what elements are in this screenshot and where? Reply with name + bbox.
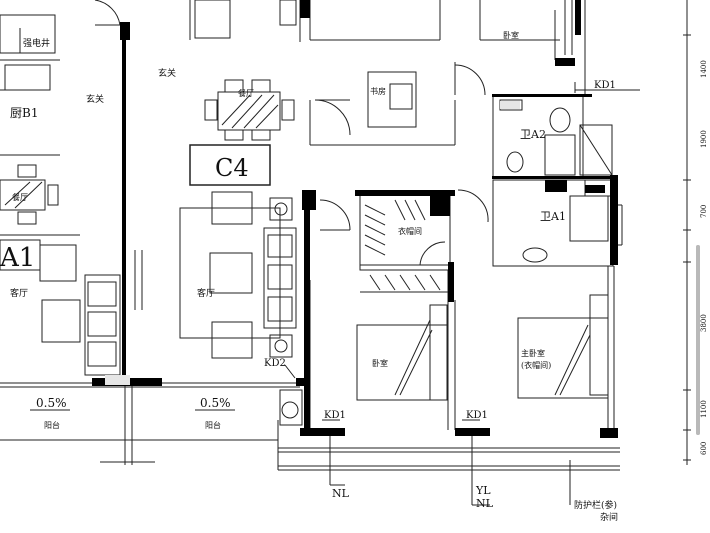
room-label-elevator: 强电井 (23, 37, 50, 49)
room-label-balcony-left: 阳台 (44, 420, 60, 430)
tag-nl-left: NL (332, 487, 350, 500)
slope-left: 0.5% (36, 396, 67, 410)
tag-kd1-top: KD1 (594, 80, 616, 91)
room-label-closet: 衣帽间 (398, 226, 422, 236)
unit-label-a1: A1 (0, 243, 35, 273)
tag-kd1-a: KD1 (324, 410, 346, 421)
room-label-balcony-right: 阳台 (205, 420, 221, 430)
room-label-master-bedroom: 主卧室 (521, 348, 545, 358)
room-label-kitchen: 厨B1 (10, 106, 38, 120)
unit-label-c4: C4 (215, 154, 249, 182)
dimension-3800: 3800 (700, 314, 708, 332)
room-label-window-guard-2: 杂间 (600, 511, 618, 523)
tag-nl-right: NL (476, 497, 494, 510)
room-label-study: 书房 (370, 86, 386, 96)
room-label-bedroom-top: 卧室 (503, 30, 519, 40)
room-label-entrance-main: 玄关 (158, 67, 176, 79)
room-label-dining-left: 餐厅 (12, 193, 28, 202)
scrollbar-thumb[interactable] (696, 245, 700, 435)
room-label-living-main: 客厅 (197, 287, 215, 299)
room-label-living-left: 客厅 (10, 287, 28, 299)
room-label-master-note: (衣帽间) (521, 360, 551, 370)
tag-kd2: KD2 (264, 358, 286, 369)
tag-kd1-b: KD1 (466, 410, 488, 421)
room-label-toilet-a1: 卫A1 (540, 210, 566, 223)
room-label-window-guard: 防护栏(参) (574, 499, 617, 511)
dimension-700: 700 (700, 205, 708, 218)
room-label-dining: 餐厅 (238, 89, 254, 98)
dimension-1900: 1900 (700, 130, 708, 148)
dimension-1100: 1100 (700, 400, 708, 418)
room-label-bedroom-mid: 卧室 (372, 358, 388, 368)
room-label-entrance-left: 玄关 (86, 93, 104, 105)
dimension-1400: 1400 (700, 60, 708, 78)
room-label-toilet-a2: 卫A2 (520, 128, 546, 141)
vertical-scrollbar[interactable] (696, 245, 700, 435)
dimension-600: 600 (700, 442, 708, 455)
slope-right: 0.5% (200, 396, 231, 410)
tag-yl: YL (475, 484, 491, 497)
